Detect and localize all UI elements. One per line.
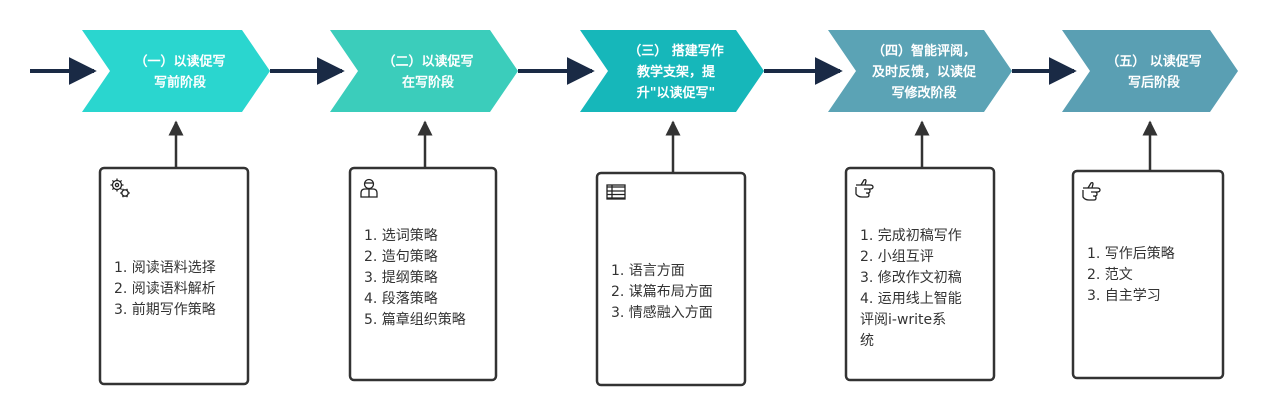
detail-item: 4. 段落策略 <box>364 290 438 307</box>
stage-title-line: 写修改阶段 <box>891 85 956 101</box>
detail-item: 2. 小组互评 <box>860 249 934 265</box>
stage-title-line: 升"以读促写" <box>637 85 716 101</box>
detail-box-3: 1. 语言方面 2. 谋篇布局方面 3. 情感融入方面 <box>595 120 747 387</box>
stage-title-line: 写后阶段 <box>1128 75 1180 91</box>
detail-item: 1. 阅读语料选择 <box>114 259 216 276</box>
person-icon <box>360 178 378 198</box>
detail-item: 1. 完成初稿写作 <box>860 227 962 244</box>
stage-title-line: （四）智能评阅， <box>872 43 976 59</box>
stage-title-line: （三） 搭建写作 <box>628 43 724 59</box>
detail-box-frame <box>844 166 996 382</box>
stage-chevron <box>330 30 518 112</box>
pointing-hand-icon <box>1082 182 1101 201</box>
stage-chevron <box>828 30 1012 112</box>
stage-title-line: （二）以读促写 <box>382 54 473 70</box>
detail-item: 2. 阅读语料解析 <box>114 280 216 297</box>
detail-item: 2. 谋篇布局方面 <box>611 284 713 300</box>
detail-item: 1. 选词策略 <box>364 227 438 244</box>
detail-box-frame <box>595 171 747 387</box>
detail-box-frame <box>348 166 498 382</box>
detail-item: 4. 运用线上智能 <box>860 291 962 307</box>
detail-item: 评阅i-write系 <box>860 312 946 328</box>
stage-chevron <box>580 30 764 112</box>
detail-box-4: 1. 完成初稿写作 2. 小组互评 3. 修改作文初稿 4. 运用线上智能评阅i-wr… <box>844 120 996 382</box>
pointing-hand-icon <box>855 179 874 198</box>
detail-box-frame <box>1071 169 1225 380</box>
gears-icon <box>110 178 130 198</box>
table-icon <box>606 184 626 200</box>
detail-item: 5. 篇章组织策略 <box>364 311 466 328</box>
stage-title-line: （五） 以读促写 <box>1106 54 1202 70</box>
detail-item: 3. 前期写作策略 <box>114 301 216 318</box>
detail-box-5: 1. 写作后策略 2. 范文 3. 自主学习 <box>1071 120 1225 380</box>
detail-boxes: 1. 阅读语料选择 2. 阅读语料解析 3. 前期写作策略 1. 选词策略 2. 造句策… <box>98 120 1225 387</box>
detail-item: 1. 写作后策略 <box>1087 245 1175 262</box>
detail-item: 2. 范文 <box>1087 266 1133 283</box>
detail-box-2: 1. 选词策略 2. 造句策略 3. 提纲策略 4. 段落策略 5. 篇章组织策略 <box>348 120 498 382</box>
stage-title-line: （一）以读促写 <box>134 54 225 70</box>
detail-item: 2. 造句策略 <box>364 248 438 265</box>
detail-item: 统 <box>860 333 874 349</box>
stage-title-line: 写前阶段 <box>154 75 206 91</box>
detail-box-frame <box>98 166 250 386</box>
detail-item: 3. 修改作文初稿 <box>860 269 962 286</box>
stage-title-line: 在写阶段 <box>402 75 454 91</box>
stage-title-line: 教学支架，提 <box>636 64 716 80</box>
detail-item: 1. 语言方面 <box>611 263 685 279</box>
stage-chevron <box>82 30 270 112</box>
stage-title-line: 及时反馈，以读促 <box>872 64 977 80</box>
stage-chevron <box>1062 30 1238 112</box>
detail-item: 3. 自主学习 <box>1087 288 1161 304</box>
detail-item: 3. 情感融入方面 <box>611 304 713 321</box>
detail-box-1: 1. 阅读语料选择 2. 阅读语料解析 3. 前期写作策略 <box>98 120 250 386</box>
detail-item: 3. 提纲策略 <box>364 269 438 286</box>
